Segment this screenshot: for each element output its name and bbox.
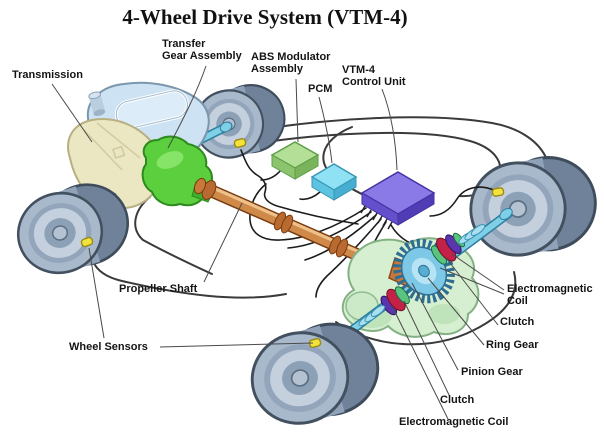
diagram-title: 4-Wheel Drive System (VTM-4) (122, 5, 408, 29)
label-electromagnetic-coil-rear-left: Electromagnetic Coil (399, 416, 508, 428)
label-text: Pinion Gear (461, 366, 523, 378)
label-text: Transfer (162, 38, 206, 50)
label-pinion-gear: Pinion Gear (461, 366, 523, 378)
label-clutch-rear-right: Clutch (500, 316, 534, 328)
label-text: Control Unit (342, 76, 406, 88)
label-text: Electromagnetic (507, 283, 593, 295)
label-text: VTM-4 (342, 64, 375, 76)
label-vtm4-control-unit: VTM-4 Control Unit (342, 64, 406, 88)
label-transfer-gear-assembly: Transfer Gear Assembly (162, 38, 242, 62)
vtm4-control-unit-box (360, 171, 436, 230)
clutch-coil-rear-left (380, 286, 410, 316)
label-text: Transmission (12, 69, 83, 81)
label-abs-modulator-assembly: ABS Modulator Assembly (251, 51, 330, 75)
label-text: Clutch (500, 316, 535, 328)
label-text: Gear Assembly (162, 50, 242, 62)
label-text: Electromagnetic Coil (399, 416, 509, 428)
pcm-box (310, 163, 358, 201)
label-clutch-rear-left: Clutch (440, 394, 474, 406)
rear-axle-left-cv (358, 305, 386, 327)
engine-cap (88, 91, 106, 116)
engine-cover (114, 89, 189, 130)
label-text: PCM (308, 83, 333, 95)
label-propeller-shaft: Propeller Shaft (119, 283, 197, 295)
label-pcm: PCM (308, 83, 332, 95)
leader-lines (51, 65, 505, 420)
label-text: Ring Gear (486, 339, 539, 351)
label-text: Coil (507, 295, 528, 307)
label-text: Propeller Shaft (119, 283, 198, 295)
wheel-sensor-dots (80, 137, 505, 349)
label-text: Clutch (440, 394, 475, 406)
label-text: Wheel Sensors (69, 341, 148, 353)
rear-differential (341, 207, 513, 338)
label-wheel-sensors: Wheel Sensors (69, 341, 148, 353)
label-text: Assembly (251, 63, 303, 75)
label-ring-gear: Ring Gear (486, 339, 539, 351)
label-electromagnetic-coil-rear-right: Electromagnetic Coil (507, 283, 593, 307)
label-text: ABS Modulator (251, 51, 331, 63)
label-transmission: Transmission (12, 69, 83, 81)
rear-axle-right-cv (458, 207, 513, 245)
abs-modulator-box (270, 141, 320, 180)
ring-gear-graphic (393, 238, 455, 304)
wheel-rear-right (461, 148, 604, 265)
